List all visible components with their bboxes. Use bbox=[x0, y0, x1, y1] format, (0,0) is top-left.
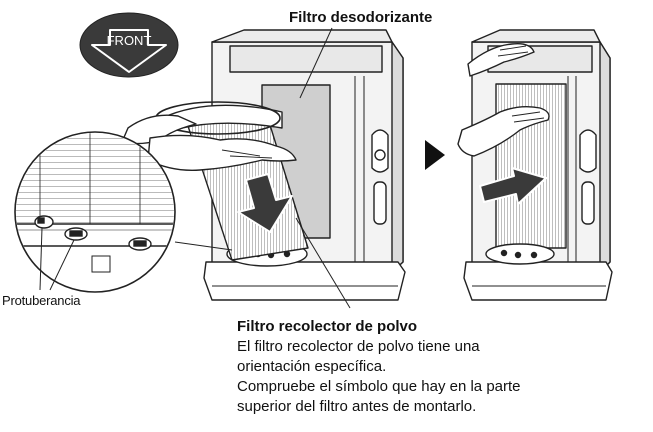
dust-filter-note-line: El filtro recolector de polvo tiene una bbox=[237, 338, 480, 355]
front-arrow-icon: FRONT bbox=[79, 12, 179, 78]
dust-filter-note-line: orientación específica. bbox=[237, 358, 387, 375]
left-air-purifier bbox=[121, 29, 406, 301]
deodorizing-filter-leader bbox=[299, 27, 333, 99]
protrusion-markers bbox=[34, 215, 152, 251]
down-arrow-icon bbox=[237, 173, 293, 233]
dust-filter-note-line: superior del filtro antes de montarlo. bbox=[237, 398, 477, 415]
dust-filter-callout: Filtro recolector de polvo El filtro rec… bbox=[237, 317, 647, 417]
protrusion-pointers bbox=[39, 227, 75, 291]
right-air-purifier bbox=[457, 29, 613, 301]
step-arrow-icon bbox=[479, 167, 547, 205]
dust-filter-title: Filtro recolector de polvo bbox=[237, 318, 418, 335]
deodorizing-filter-label: Filtro desodorizante bbox=[289, 9, 433, 26]
front-label: FRONT bbox=[107, 33, 152, 48]
dust-filter-leader bbox=[295, 217, 351, 309]
dust-filter-note-line: Compruebe el símbolo que hay en la parte bbox=[237, 378, 521, 395]
protrusion-detail-view bbox=[14, 131, 233, 293]
right-arrow-icon bbox=[425, 140, 445, 170]
protrusion-label: Protuberancia bbox=[2, 293, 81, 308]
